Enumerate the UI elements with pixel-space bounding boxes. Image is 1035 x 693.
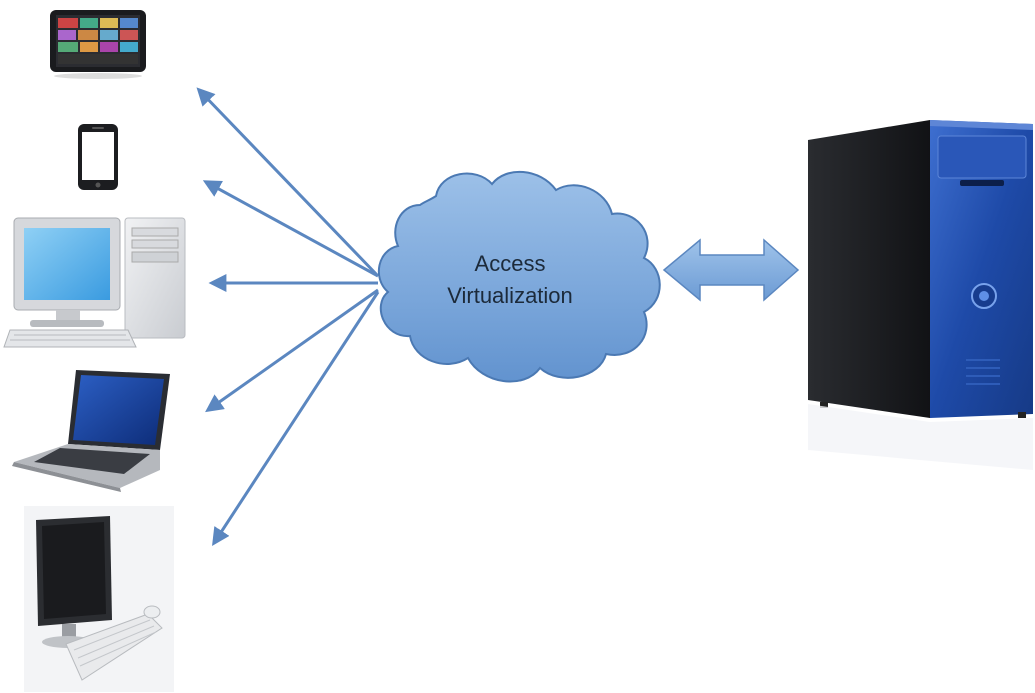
- cloud-label: Access Virtualization: [400, 248, 620, 312]
- cloud-label-line1: Access: [474, 251, 546, 276]
- tablet-icon: [50, 10, 146, 79]
- smartphone-icon: [78, 124, 118, 190]
- thin-client-icon: [24, 506, 174, 692]
- cloud-shape: [378, 171, 661, 383]
- cloud-label-line2: Virtualization: [447, 283, 573, 308]
- arrow-to-thin-client: [212, 291, 380, 547]
- server-tower-icon: [808, 120, 1033, 470]
- arrow-to-smartphone: [202, 180, 379, 278]
- arrow-to-laptop: [205, 288, 379, 413]
- arrow-to-tablet: [196, 87, 380, 278]
- desktop-pc-icon: [3, 217, 186, 348]
- bidirectional-arrow: [662, 238, 800, 302]
- laptop-icon: [12, 370, 170, 492]
